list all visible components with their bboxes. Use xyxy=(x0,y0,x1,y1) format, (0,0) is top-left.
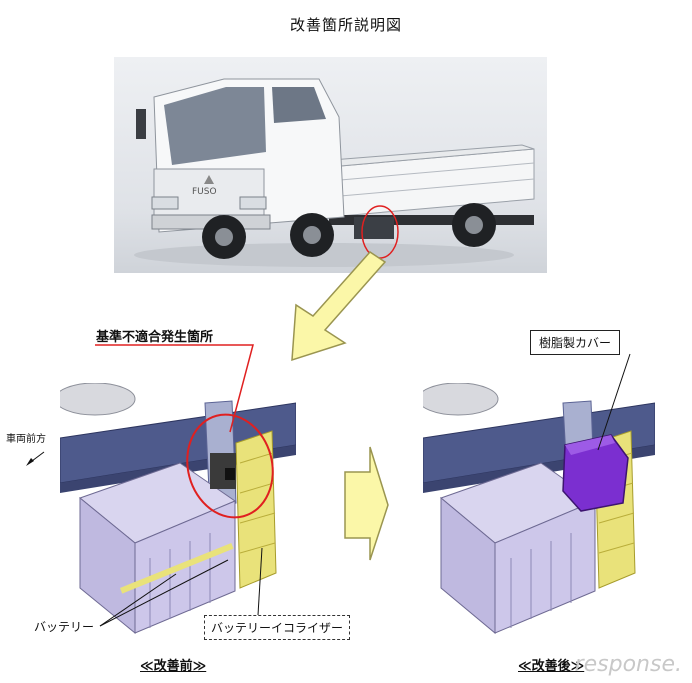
before-highlight-ring xyxy=(186,413,274,519)
render-before xyxy=(60,383,296,645)
caption-before: ≪改善前≫ xyxy=(140,659,207,674)
improvement-arrow xyxy=(344,446,389,561)
caption-after: ≪改善後≫ xyxy=(518,659,585,674)
page-title: 改善箇所説明図 xyxy=(289,16,402,34)
grille-brand-text: FUSO xyxy=(192,187,217,197)
watermark-logo: response. xyxy=(574,652,682,677)
resin-cover-label: 樹脂製カバー xyxy=(530,330,621,355)
battery-label: バッテリー xyxy=(34,620,95,634)
equalizer-leader xyxy=(257,547,263,616)
battery-leader-2 xyxy=(99,559,229,627)
zoom-arrow xyxy=(291,251,387,362)
battery-leader-1 xyxy=(99,573,177,627)
render-after xyxy=(423,383,655,645)
fuso-emblem xyxy=(204,175,214,184)
battery-equalizer-label: バッテリーイコライザー xyxy=(204,615,351,640)
defect-location-label: 基準不適合発生箇所 xyxy=(96,330,214,345)
resin-cover-shape xyxy=(562,434,629,512)
truck-highlight-ring xyxy=(361,205,399,259)
battery-assembly-after xyxy=(423,383,655,635)
defect-leader-line xyxy=(95,344,254,433)
truck-photo: FUSO xyxy=(114,57,547,273)
truck-illustration: FUSO xyxy=(134,78,535,267)
resin-cover-leader xyxy=(597,353,631,451)
battery-assembly-before xyxy=(60,383,296,635)
vehicle-front-label: 車両前方 xyxy=(6,434,46,445)
